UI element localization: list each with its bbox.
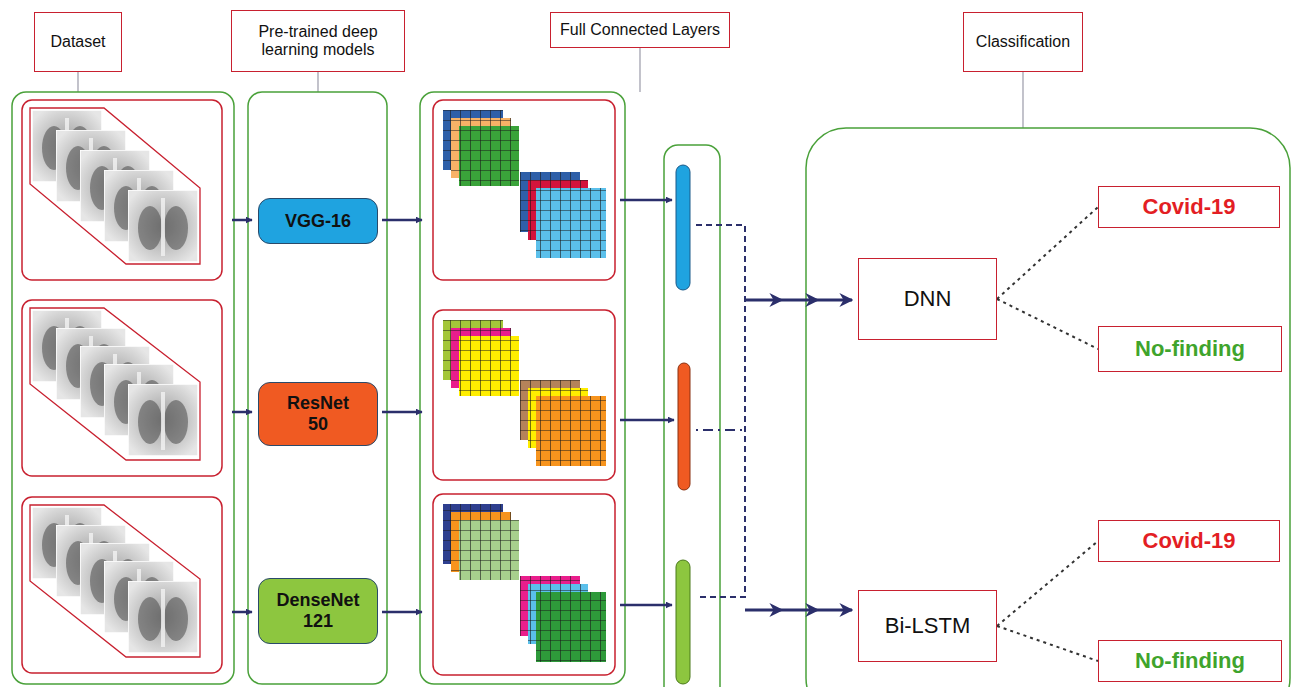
column-header: Full Connected Layers: [550, 12, 730, 48]
column-header: Classification: [963, 12, 1083, 72]
node-text: Classification: [976, 33, 1070, 51]
model-box: DenseNet 121: [258, 578, 378, 644]
node-text: Covid-19: [1143, 194, 1236, 219]
model-box: VGG-16: [258, 198, 378, 244]
node-text: VGG-16: [285, 211, 351, 232]
classifier-box: DNN: [858, 258, 997, 340]
node-text: DenseNet 121: [268, 590, 368, 631]
class-label-box: No-finding: [1098, 640, 1282, 682]
node-text: Covid-19: [1143, 528, 1236, 553]
dotted-connector: [997, 207, 1098, 299]
column-header: Dataset: [34, 12, 122, 72]
node-text: Dataset: [50, 33, 105, 51]
dotted-connector: [997, 541, 1098, 626]
node-text: DNN: [904, 286, 952, 311]
node-text: Bi-LSTM: [885, 613, 971, 638]
class-label-box: Covid-19: [1098, 186, 1280, 228]
node-text: No-finding: [1135, 648, 1245, 673]
class-label-box: No-finding: [1098, 326, 1282, 372]
column-header: Pre-trained deep learning models: [231, 10, 405, 72]
dotted-connector: [997, 626, 1098, 661]
model-box: ResNet 50: [258, 382, 378, 446]
node-text: Full Connected Layers: [560, 21, 720, 39]
class-label-box: Covid-19: [1098, 520, 1280, 562]
node-text: No-finding: [1135, 336, 1245, 361]
classifier-box: Bi-LSTM: [858, 590, 997, 662]
node-text: ResNet 50: [278, 393, 358, 434]
dotted-connector: [997, 299, 1098, 349]
node-text: Pre-trained deep learning models: [232, 23, 404, 60]
